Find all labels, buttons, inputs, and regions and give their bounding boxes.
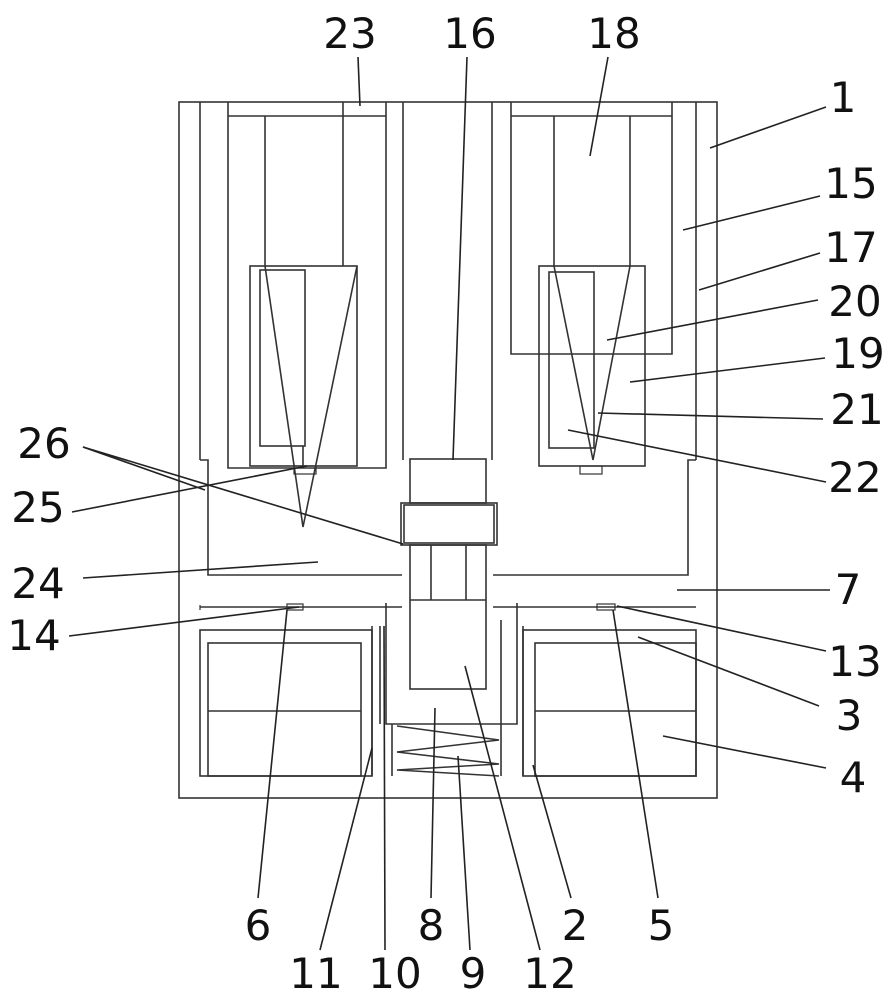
label-4: 4 bbox=[840, 753, 867, 802]
label-1: 1 bbox=[830, 73, 857, 122]
label-2: 2 bbox=[562, 901, 589, 950]
label-6: 6 bbox=[245, 901, 272, 950]
label-14: 14 bbox=[7, 611, 60, 660]
left-upper-chamber bbox=[227, 102, 387, 528]
label-8: 8 bbox=[418, 901, 445, 950]
label-17: 17 bbox=[824, 223, 877, 272]
label-22: 22 bbox=[828, 453, 881, 502]
reference-numerals: 23 16 18 1 15 17 20 19 21 22 7 13 3 4 26… bbox=[7, 9, 884, 998]
spring bbox=[396, 725, 500, 777]
label-21: 21 bbox=[830, 385, 883, 434]
label-13: 13 bbox=[828, 637, 881, 686]
bottom-boxes bbox=[199, 629, 697, 777]
label-11: 11 bbox=[289, 949, 342, 998]
label-5: 5 bbox=[648, 901, 675, 950]
label-19: 19 bbox=[831, 329, 884, 378]
piston-assembly bbox=[400, 458, 498, 690]
leader-lines bbox=[68, 56, 830, 951]
housing bbox=[178, 101, 718, 799]
right-upper-chamber bbox=[510, 102, 673, 467]
label-10: 10 bbox=[368, 949, 421, 998]
label-26: 26 bbox=[17, 419, 70, 468]
label-12: 12 bbox=[523, 949, 576, 998]
label-16: 16 bbox=[443, 9, 496, 58]
label-7: 7 bbox=[835, 565, 862, 614]
label-25: 25 bbox=[11, 483, 64, 532]
plate-7 bbox=[199, 459, 696, 611]
label-3: 3 bbox=[836, 691, 863, 740]
central-column bbox=[402, 102, 493, 460]
label-23: 23 bbox=[323, 9, 376, 58]
label-18: 18 bbox=[587, 9, 640, 58]
label-24: 24 bbox=[11, 559, 64, 608]
label-9: 9 bbox=[460, 949, 487, 998]
label-15: 15 bbox=[824, 159, 877, 208]
label-20: 20 bbox=[828, 277, 881, 326]
